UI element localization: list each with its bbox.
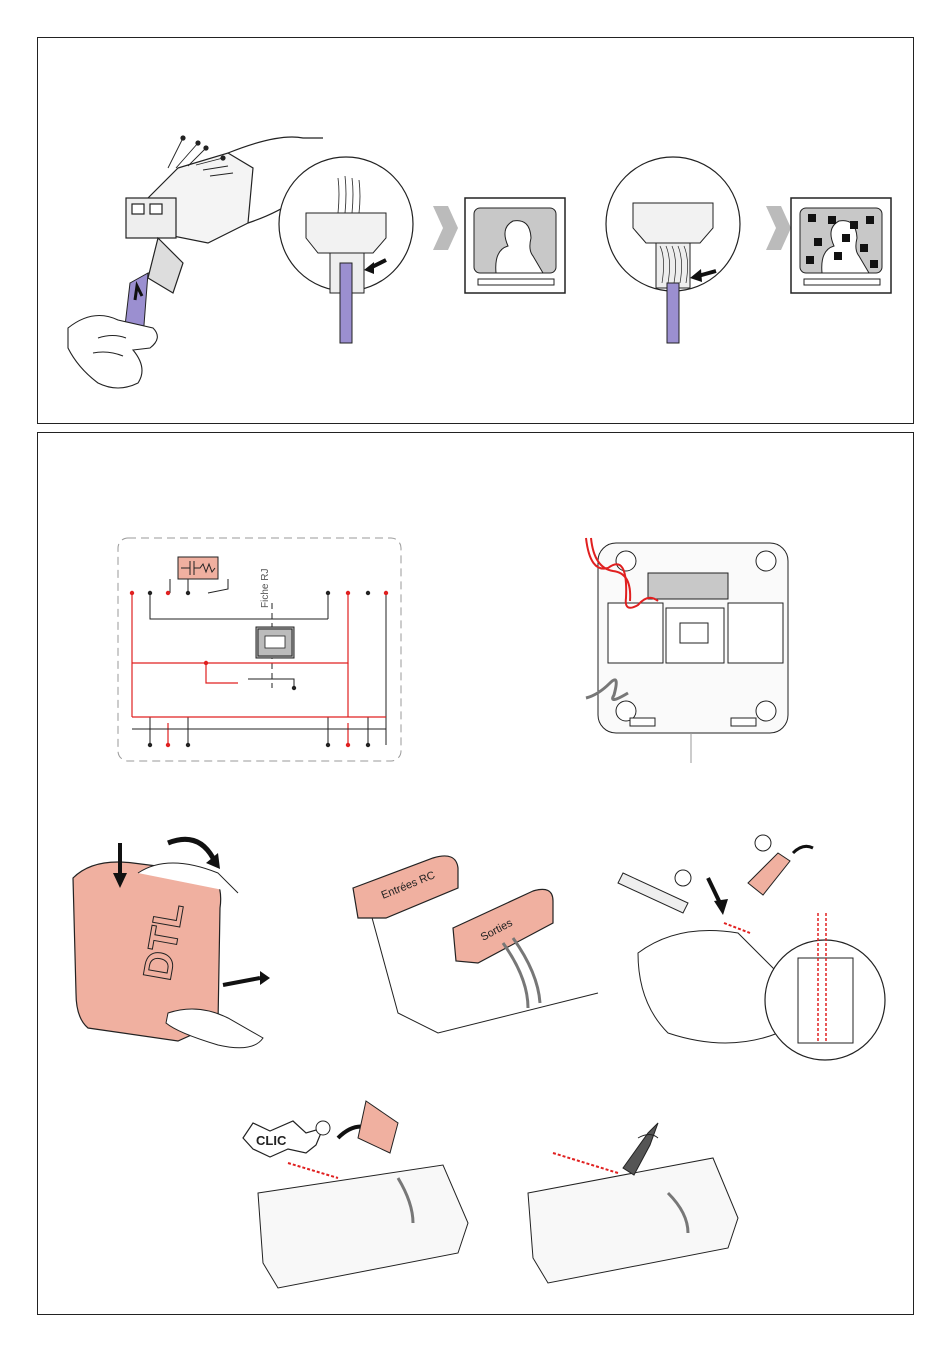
detail-circle-1 [279,157,413,343]
arrow-right-icon [766,206,791,250]
arrow-right-icon [433,206,458,250]
top-panel [37,37,914,424]
hand-icon [68,316,157,389]
dtl-cover-illustration: DTL [73,839,270,1047]
fiche-rj-label: Fiche RJ [260,569,271,608]
covers-illustration: Entrées RC Sorties [353,856,598,1033]
module-top-view [598,543,788,763]
wiring-schematic: Fiche RJ [118,538,401,761]
wire-insertion-illustration [618,835,885,1060]
tv-screen-icon [465,198,565,293]
bottom-panel: Fiche RJ [37,432,914,1315]
clic-illustration: CLIC [243,1101,468,1288]
detail-circle-2 [606,157,740,343]
tv-screen-noise-icon [791,198,891,293]
clic-label: CLIC [256,1133,287,1148]
bottom-illustrations: Fiche RJ [38,433,915,1316]
top-illustrations [38,38,915,425]
scissors-icon [623,1123,658,1175]
cutting-illustration [528,1123,738,1283]
